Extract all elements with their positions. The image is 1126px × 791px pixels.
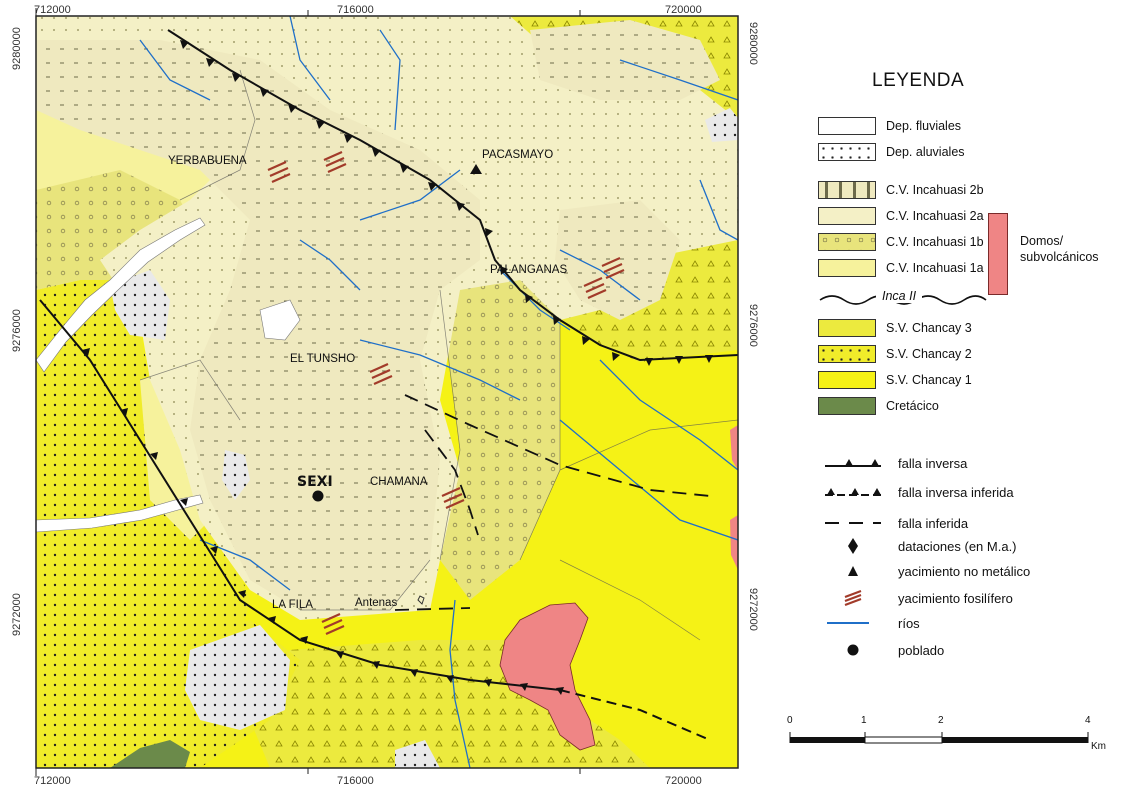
legend-label: yacimiento no metálico xyxy=(898,563,1031,579)
legend-item-incahuasi-1a: C.V. Incahuasi 1a xyxy=(818,258,984,278)
legend-label: Dep. aluviales xyxy=(886,145,965,159)
place-pacasmayo: PACASMAYO xyxy=(482,149,553,161)
coord-top-3: 720000 xyxy=(665,4,702,16)
legend-item-yacimiento-no-metalico: yacimiento no metálico xyxy=(818,561,1030,581)
antenna-icon xyxy=(417,595,425,605)
scale-label-0: 0 xyxy=(787,715,793,726)
fossil-icon xyxy=(844,589,862,607)
legend-item-falla-inversa: falla inversa xyxy=(818,453,967,473)
coord-bottom-3: 720000 xyxy=(665,775,702,787)
fault-reverse-icon xyxy=(825,459,881,467)
legend-label: yacimiento fosilífero xyxy=(898,590,1013,606)
legend-item-chancay-3: S.V. Chancay 3 xyxy=(818,318,972,338)
fault-reverse-inferred-icon xyxy=(825,488,881,496)
scale-unit: Km xyxy=(1091,741,1106,752)
swatch-chancay-3 xyxy=(818,319,876,337)
legend-label: S.V. Chancay 3 xyxy=(886,321,972,335)
legend-label: Cretácico xyxy=(886,399,939,413)
place-el-tunsho: EL TUNSHO xyxy=(290,353,355,365)
scale-bar-graphic xyxy=(789,732,1089,744)
coord-left-1: 9280000 xyxy=(11,27,23,70)
scale-label-4: 4 xyxy=(1085,715,1091,726)
coord-bottom-2: 716000 xyxy=(337,775,374,787)
place-sexi: SEXI xyxy=(297,474,333,490)
coord-right-1: 9280000 xyxy=(747,22,759,65)
town-dot-icon xyxy=(312,490,324,502)
coord-top-1: 712000 xyxy=(34,4,71,16)
coord-left-3: 9272000 xyxy=(11,593,23,636)
legend-label: ríos xyxy=(898,615,920,631)
swatch-incahuasi-1b xyxy=(818,233,876,251)
place-antenas: Antenas xyxy=(355,597,397,609)
triangle-icon xyxy=(848,566,858,576)
legend-unconformity: Inca II xyxy=(818,288,988,308)
triangle-icon xyxy=(470,164,482,174)
legend-label: S.V. Chancay 2 xyxy=(886,347,972,361)
geologic-map: 712000 716000 720000 712000 716000 72000… xyxy=(11,4,759,787)
legend-label: falla inferida xyxy=(898,515,969,531)
legend-item-yacimiento-fosilifero: yacimiento fosilífero xyxy=(818,588,1013,608)
legend-label: poblado xyxy=(898,642,945,658)
place-la-fila: LA FILA xyxy=(272,599,313,611)
legend-item-incahuasi-2a: C.V. Incahuasi 2a xyxy=(818,206,984,226)
fault-inferred-icon xyxy=(825,522,881,524)
legend-item-incahuasi-2b: C.V. Incahuasi 2b xyxy=(818,180,984,200)
swatch-dep-fluviales xyxy=(818,117,876,135)
river-icon xyxy=(827,622,869,624)
legend-label: C.V. Incahuasi 1b xyxy=(886,235,984,249)
scale-label-2: 2 xyxy=(938,715,944,726)
legend: LEYENDA Dep. fluviales Dep. aluviales C.… xyxy=(800,70,1120,710)
legend-domos-label: Domos/ subvolcánicos xyxy=(1020,233,1099,265)
unconformity-label: Inca II xyxy=(876,289,923,303)
swatch-chancay-2 xyxy=(818,345,876,363)
swatch-domos xyxy=(988,213,1008,295)
swatch-incahuasi-1a xyxy=(818,259,876,277)
scale-bar: 0 1 2 4 Km xyxy=(785,715,1106,755)
place-yerbabuena: YERBABUENA xyxy=(168,155,247,167)
legend-item-chancay-2: S.V. Chancay 2 xyxy=(818,344,972,364)
unconformity-icon xyxy=(819,295,987,305)
legend-label: S.V. Chancay 1 xyxy=(886,373,972,387)
diamond-icon xyxy=(848,538,858,554)
legend-item-dataciones: dataciones (en M.a.) xyxy=(818,536,1017,556)
fossil-sites xyxy=(267,150,625,636)
domos-label-line-2: subvolcánicos xyxy=(1020,250,1099,264)
swatch-cretacico xyxy=(818,397,876,415)
place-chamana: CHAMANA xyxy=(370,476,428,488)
legend-item-falla-inversa-inferida: falla inversa inferida xyxy=(818,482,1014,502)
coord-left-2: 9276000 xyxy=(11,309,23,352)
dot-icon xyxy=(847,644,859,656)
swatch-incahuasi-2b xyxy=(818,181,876,199)
legend-label: falla inversa inferida xyxy=(898,484,1014,500)
legend-label: dataciones (en M.a.) xyxy=(898,538,1017,554)
swatch-chancay-1 xyxy=(818,371,876,389)
legend-item-dep-fluviales: Dep. fluviales xyxy=(818,116,961,136)
legend-item-chancay-1: S.V. Chancay 1 xyxy=(818,370,972,390)
legend-item-poblado: poblado xyxy=(818,640,944,660)
coord-right-3: 9272000 xyxy=(747,588,759,631)
coord-top-2: 716000 xyxy=(337,4,374,16)
place-palanganas: PALANGANAS xyxy=(490,264,567,276)
legend-item-rios: ríos xyxy=(818,613,920,633)
legend-label: C.V. Incahuasi 2b xyxy=(886,183,984,197)
legend-label: C.V. Incahuasi 1a xyxy=(886,261,984,275)
coord-bottom-1: 712000 xyxy=(34,775,71,787)
legend-title: LEYENDA xyxy=(872,70,965,91)
coord-right-2: 9276000 xyxy=(747,304,759,347)
legend-item-dep-aluviales: Dep. aluviales xyxy=(818,142,965,162)
swatch-incahuasi-2a xyxy=(818,207,876,225)
domos-label-line-1: Domos/ xyxy=(1020,234,1064,248)
legend-label: Dep. fluviales xyxy=(886,119,962,133)
legend-label: C.V. Incahuasi 2a xyxy=(886,209,984,223)
legend-item-cretacico: Cretácico xyxy=(818,396,939,416)
legend-label: falla inversa xyxy=(898,455,968,471)
swatch-dep-aluviales xyxy=(818,143,876,161)
legend-item-falla-inferida: falla inferida xyxy=(818,513,968,533)
scale-label-1: 1 xyxy=(861,715,867,726)
legend-item-incahuasi-1b: C.V. Incahuasi 1b xyxy=(818,232,984,252)
